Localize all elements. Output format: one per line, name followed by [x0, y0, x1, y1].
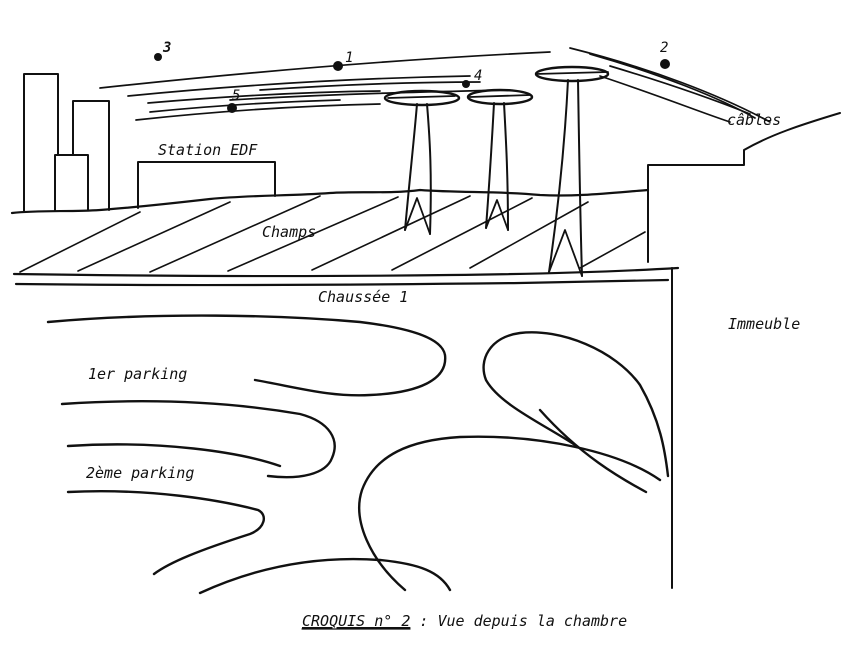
parking-curve-right-top: [482, 331, 670, 478]
marker-5-label: 5: [232, 88, 240, 104]
road-top-edge: [12, 266, 680, 278]
marker-3: 3: [154, 40, 171, 61]
marker-2-label: 2: [660, 40, 668, 56]
pylon-left: [383, 89, 461, 235]
parking-island-1: [46, 314, 447, 397]
parking-curve-right: [538, 408, 648, 494]
pylon-right: [534, 65, 610, 277]
marker-5: 5: [227, 88, 240, 113]
building-outline: [647, 112, 841, 589]
marker-1: 1: [333, 50, 353, 71]
caption: CROQUIS n° 2 : Vue depuis la chambre: [302, 612, 627, 630]
marker-2: 2: [660, 40, 670, 69]
road-bottom-edge: [14, 278, 670, 287]
caption-title: CROQUIS n° 2: [302, 612, 410, 630]
parking-curve-left-mid: [60, 400, 336, 479]
parking-curves: [46, 314, 670, 595]
parking-island-2: [358, 435, 662, 592]
marker-4: 4: [462, 68, 482, 88]
marker-1-label: 1: [345, 50, 353, 66]
edf-station-building: [137, 161, 276, 209]
parking-curve-left-low: [66, 443, 282, 468]
horizon-line: [10, 188, 650, 215]
fields-label: Champs: [262, 223, 316, 241]
power-cables: [99, 47, 771, 123]
left-buildings: [23, 73, 110, 213]
field-hatching: [19, 195, 646, 273]
station-edf-label: Station EDF: [158, 141, 258, 159]
cables-label: câbles: [727, 111, 781, 129]
parking-1-label: 1er parking: [88, 365, 187, 383]
marker-4-label: 4: [474, 68, 482, 84]
caption-separator: :: [410, 612, 437, 630]
road-label: Chaussée 1: [318, 288, 408, 306]
marker-3-label: 3: [162, 40, 171, 56]
parking-curve-bottom: [198, 557, 452, 595]
parking-2-label: 2ème parking: [86, 464, 194, 482]
building-label: Immeuble: [728, 315, 800, 333]
parking-curve-bottom-left: [66, 490, 266, 576]
pylon-middle: [466, 88, 534, 231]
caption-subtitle: Vue depuis la chambre: [437, 612, 627, 630]
